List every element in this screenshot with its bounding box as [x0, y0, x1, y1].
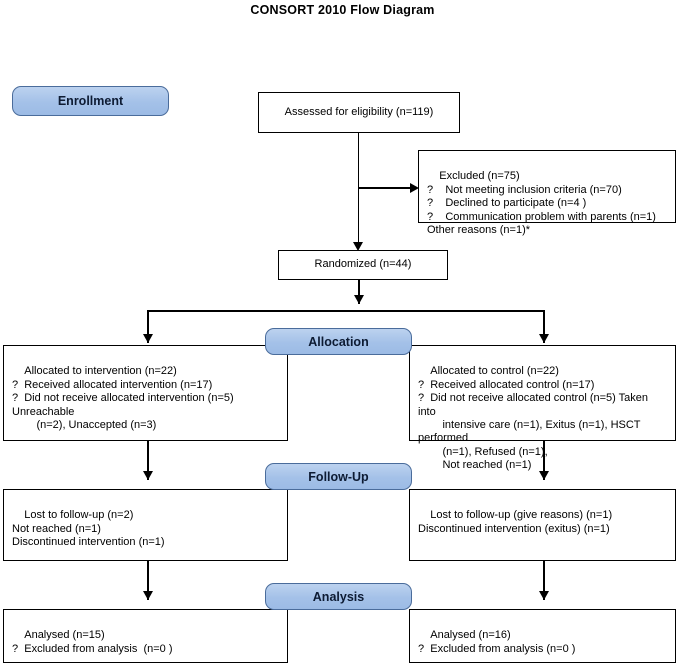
box-assessed-for-eligibility: Assessed for eligibility (n=119) — [258, 92, 460, 133]
stage-label-allocation-text: Allocation — [308, 334, 369, 349]
page-title: CONSORT 2010 Flow Diagram — [250, 3, 435, 17]
box-allocated-control-text: Allocated to control (n=22) ? Received a… — [418, 365, 649, 472]
stage-label-analysis: Analysis — [265, 583, 412, 610]
box-randomized-text: Randomized (n=44) — [314, 258, 412, 271]
arrowhead-randomized-stem — [354, 295, 364, 304]
stage-label-enrollment-text: Enrollment — [57, 94, 124, 108]
box-analysis-intervention: Analysed (n=15) ? Excluded from analysis… — [3, 609, 288, 663]
box-excluded: Excluded (n=75) ? Not meeting inclusion … — [418, 150, 676, 236]
stage-label-allocation: Allocation — [265, 328, 412, 355]
connector-randomized-right-branch — [543, 310, 545, 343]
arrowhead-to-allocated-control — [539, 334, 549, 343]
stage-label-analysis-text: Analysis — [312, 589, 365, 604]
box-followup-control: Lost to follow-up (give reasons) (n=1) D… — [409, 489, 676, 561]
stage-label-followup-text: Follow-Up — [308, 469, 369, 484]
box-randomized: Randomized (n=44) — [278, 250, 448, 280]
box-followup-control-text: Lost to follow-up (give reasons) (n=1) D… — [418, 509, 613, 535]
box-allocated-control: Allocated to control (n=22) ? Received a… — [409, 345, 676, 471]
connector-randomized-split-horizontal — [147, 310, 545, 312]
box-assessed-for-eligibility-text: Assessed for eligibility (n=119) — [284, 105, 434, 118]
connector-followup-to-analysis-left — [147, 561, 149, 600]
box-followup-intervention-text: Lost to follow-up (n=2) Not reached (n=1… — [12, 509, 165, 549]
stage-label-enrollment: Enrollment — [12, 86, 169, 116]
arrowhead-to-analysis-control — [539, 591, 549, 600]
connector-randomized-stem — [358, 280, 360, 304]
arrowhead-to-allocated-intervention — [143, 334, 153, 343]
connector-eligibility-vertical — [358, 133, 359, 249]
connector-allocation-to-followup-left — [147, 441, 149, 480]
connector-followup-to-analysis-right — [543, 561, 545, 600]
arrowhead-to-excluded — [410, 183, 419, 193]
box-allocated-intervention: Allocated to intervention (n=22) ? Recei… — [3, 345, 288, 441]
box-allocated-intervention-text: Allocated to intervention (n=22) ? Recei… — [12, 365, 234, 432]
arrowhead-to-followup-control — [539, 471, 549, 480]
arrowhead-to-analysis-intervention — [143, 591, 153, 600]
box-excluded-text: Excluded (n=75) ? Not meeting inclusion … — [427, 170, 656, 237]
box-analysis-control-text: Analysed (n=16) ? Excluded from analysis… — [418, 629, 576, 655]
box-analysis-intervention-text: Analysed (n=15) ? Excluded from analysis… — [12, 629, 173, 655]
box-followup-intervention: Lost to follow-up (n=2) Not reached (n=1… — [3, 489, 288, 561]
connector-eligibility-to-excluded — [358, 187, 412, 189]
connector-allocation-to-followup-right — [543, 441, 545, 480]
arrowhead-to-randomized — [353, 242, 363, 251]
arrowhead-to-followup-intervention — [143, 471, 153, 480]
stage-label-followup: Follow-Up — [265, 463, 412, 490]
connector-randomized-left-branch — [147, 310, 149, 343]
box-analysis-control: Analysed (n=16) ? Excluded from analysis… — [409, 609, 676, 663]
